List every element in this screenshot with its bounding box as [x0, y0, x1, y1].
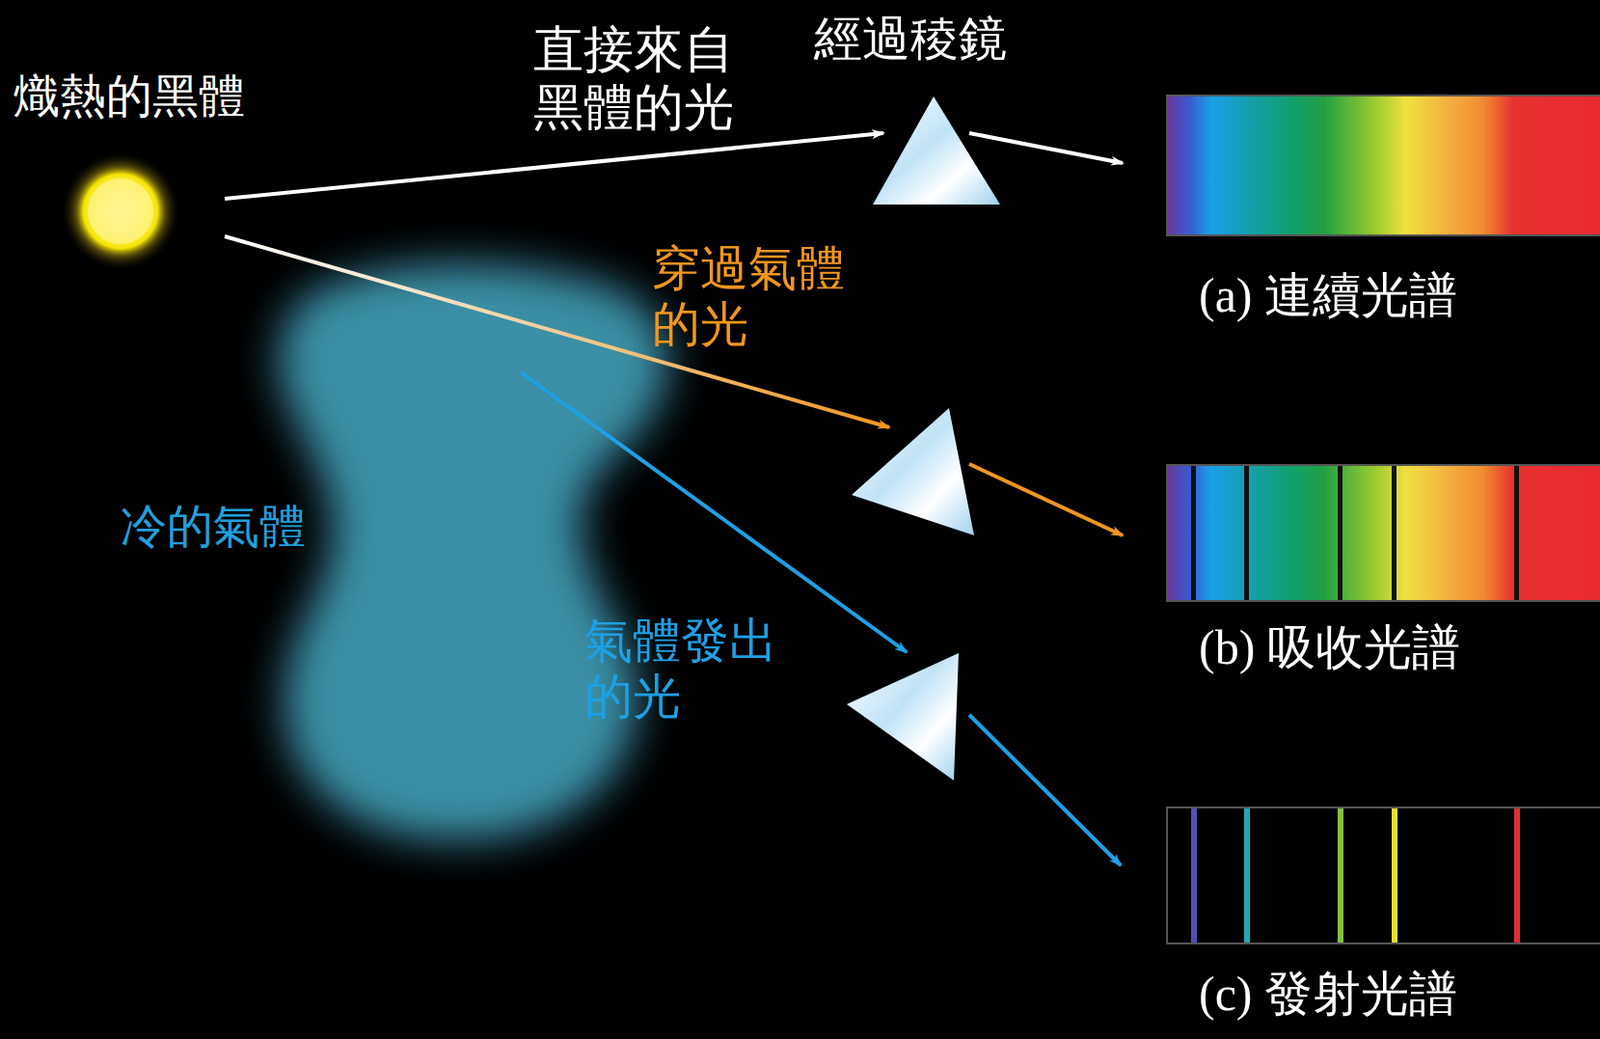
- light-ray: [969, 463, 1123, 536]
- hot-blackbody: [60, 151, 181, 272]
- light-ray: [224, 133, 884, 199]
- absorption-line: [1244, 465, 1249, 600]
- spectrum-band: (a) 連續光譜: [1166, 94, 1600, 237]
- light-ray: [969, 714, 1121, 866]
- prism: [851, 407, 975, 536]
- absorption-line: [1191, 465, 1196, 600]
- hot-blackbody-core: [87, 178, 154, 245]
- spectrum-bar: [1166, 463, 1600, 602]
- gas-node: 冷的氣體: [115, 260, 705, 859]
- emission-line: [1191, 808, 1197, 943]
- light-ray: [969, 133, 1123, 163]
- absorption-line: [1514, 465, 1519, 600]
- prism: [872, 96, 1001, 205]
- spectrum-band: (c) 發射光譜: [1166, 806, 1600, 945]
- absorption-line: [1391, 465, 1397, 600]
- blackbody-node: 熾熱的黑體: [13, 69, 303, 272]
- spectrum-label: (a) 連續光譜: [1198, 268, 1458, 325]
- absorption-line: [1337, 465, 1343, 600]
- light-ray: [520, 372, 907, 652]
- spectrum-bar: [1166, 806, 1600, 945]
- spectrum-label: (c) 發射光譜: [1198, 966, 1458, 1023]
- emission-line: [1514, 808, 1520, 943]
- node-label: 冷的氣體: [120, 499, 306, 553]
- emission-line: [1244, 808, 1250, 943]
- emission-line: [1337, 808, 1344, 943]
- ray-label: 穿過氣體 的光: [651, 241, 874, 353]
- spectrum-band: (b) 吸收光譜: [1166, 463, 1600, 602]
- emission-line: [1391, 808, 1398, 943]
- spectrum-bar: [1166, 94, 1600, 237]
- spectrum-label: (b) 吸收光譜: [1198, 620, 1461, 677]
- ray-label: 直接來自 黑體的光: [533, 21, 764, 137]
- prism: [846, 652, 959, 781]
- ray-label: 氣體發出 的光: [584, 613, 807, 725]
- node-label: 熾熱的黑體: [13, 69, 245, 123]
- cold-gas-cloud: [278, 264, 669, 841]
- ray-label: 經過稜鏡: [813, 11, 1007, 68]
